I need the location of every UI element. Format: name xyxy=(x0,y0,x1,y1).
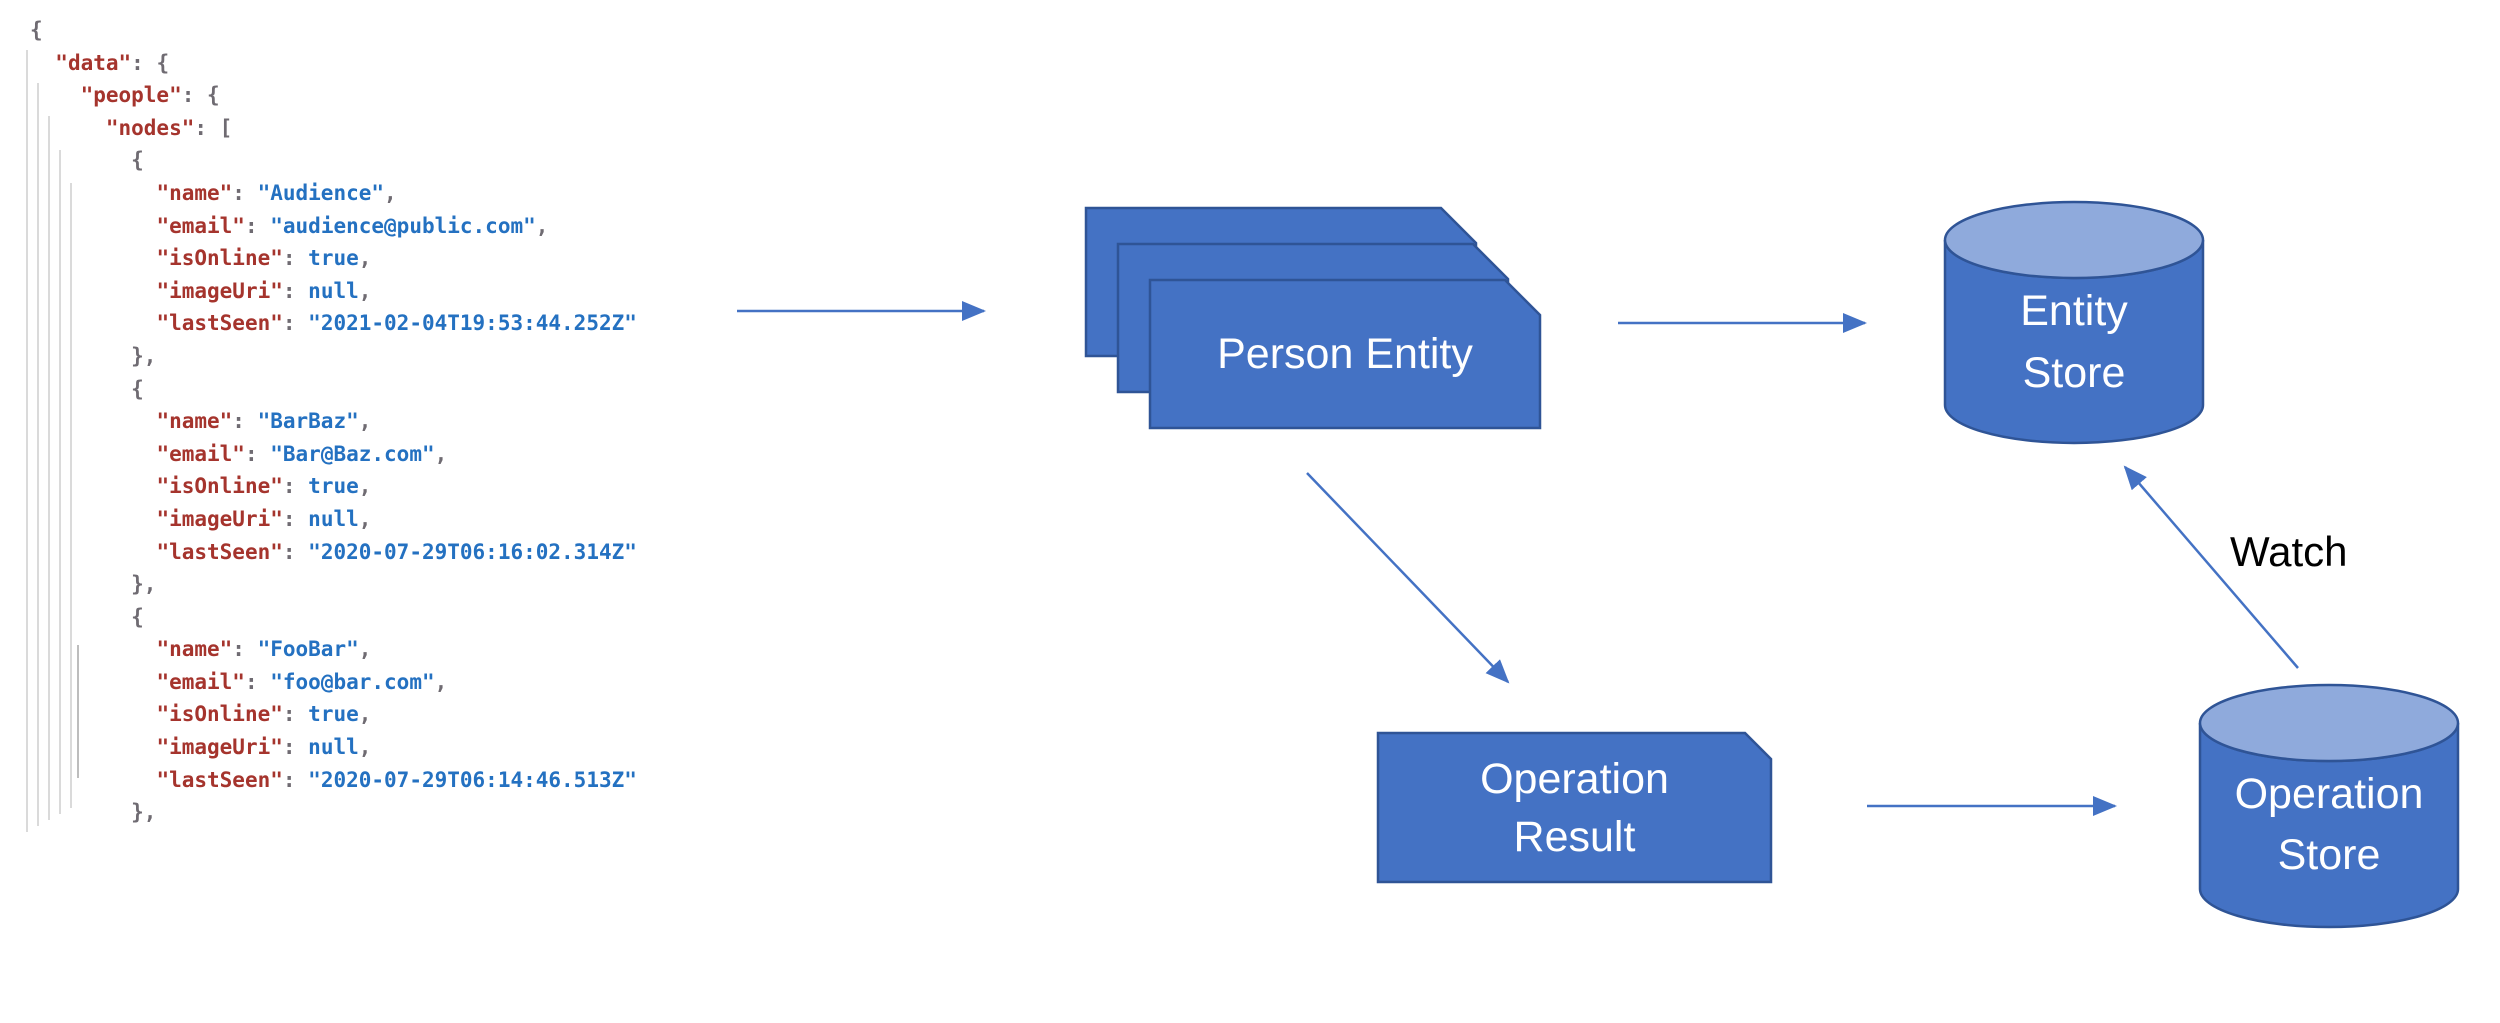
person-entity-card-front-shape xyxy=(1148,278,1542,430)
indent-guide-line xyxy=(59,150,61,814)
operation-result-shape xyxy=(1376,731,1773,884)
indent-guide-line xyxy=(26,50,28,832)
arrow-person-entity-to-operation-result xyxy=(1306,472,1510,684)
operation-store-cylinder-top xyxy=(2198,683,2460,763)
indent-guide-line xyxy=(37,83,39,826)
indent-guide-line xyxy=(70,183,72,808)
arrow-operation-store-to-entity-store-watch xyxy=(2123,465,2299,669)
entity-store-cylinder-top xyxy=(1943,200,2205,280)
watch-label: Watch xyxy=(2230,528,2348,575)
entity-store-cylinder xyxy=(1943,200,2205,445)
indent-guide-line xyxy=(77,645,79,778)
json-code-block: { "data": { "people": { "nodes": [ { "na… xyxy=(30,18,637,825)
indent-guide-line xyxy=(48,116,50,820)
person-entity-stack xyxy=(1084,206,1542,430)
operation-store-cylinder xyxy=(2198,683,2460,929)
